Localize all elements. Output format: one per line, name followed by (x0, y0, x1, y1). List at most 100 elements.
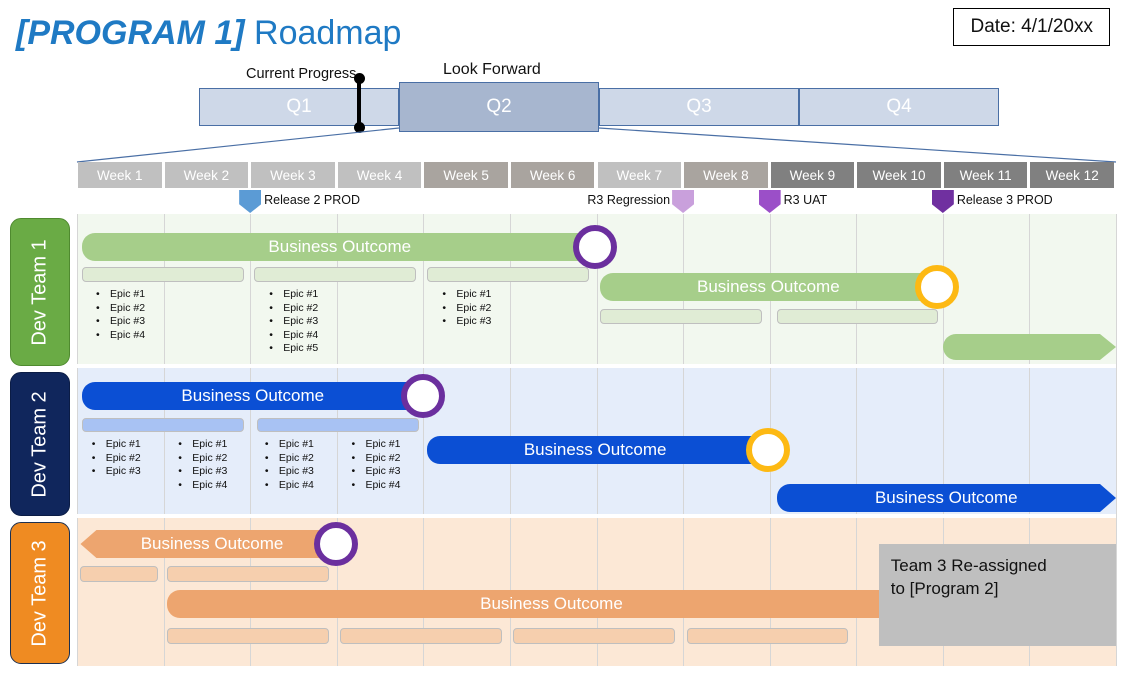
epic-list-item[interactable]: •Epic #1 (264, 438, 314, 450)
week-header-cell-12[interactable]: Week 12 (1030, 162, 1114, 188)
epic-group-box[interactable] (513, 628, 676, 644)
outcome-bar[interactable] (943, 334, 1116, 360)
epic-list-item-label: Epic #3 (278, 465, 314, 477)
epic-group-box[interactable] (80, 566, 159, 582)
epic-list-item-label: Epic #3 (365, 465, 401, 477)
epic-list: •Epic #1•Epic #2•Epic #3•Epic #4•Epic #5 (269, 288, 318, 356)
week-header-cell-3[interactable]: Week 3 (251, 162, 335, 188)
epic-list-item-label: Epic #3 (456, 315, 492, 327)
quarter-q1[interactable]: Q1 (199, 88, 399, 126)
epic-list-item[interactable]: •Epic #3 (442, 315, 492, 327)
milestone-ring[interactable] (401, 374, 446, 418)
lane-label-dev-team-1[interactable]: Dev Team 1 (10, 218, 70, 366)
epic-group-box[interactable] (340, 628, 503, 644)
epic-list-item-label: Epic #1 (192, 438, 228, 450)
lane-label-dev-team-2[interactable]: Dev Team 2 (10, 372, 70, 516)
epic-group-box[interactable] (253, 267, 416, 282)
milestone-ring[interactable] (313, 522, 358, 566)
week-header-label: Week 4 (356, 167, 403, 183)
epic-group-box[interactable] (167, 566, 329, 582)
epic-list-item[interactable]: •Epic #3 (264, 465, 314, 477)
epic-list-item[interactable]: •Epic #2 (178, 451, 228, 464)
week-header-label: Week 9 (789, 167, 836, 183)
epic-group-box[interactable] (426, 267, 589, 282)
milestone-flag-icon[interactable] (758, 190, 781, 213)
epic-list-item[interactable]: •Epic #1 (442, 288, 492, 300)
week-header-cell-7[interactable]: Week 7 (597, 162, 682, 188)
epic-list-item-label: Epic #3 (192, 465, 228, 477)
grid-week-line (337, 214, 338, 666)
outcome-bar[interactable]: Business Outcome (599, 273, 937, 301)
epic-group-box[interactable] (686, 628, 849, 644)
page-title-suffix: Roadmap (244, 14, 402, 52)
epic-group-box[interactable] (776, 309, 939, 324)
week-header-cell-4[interactable]: Week 4 (337, 162, 422, 188)
epic-list-item[interactable]: •Epic #1 (96, 288, 146, 300)
outcome-bar[interactable]: Business Outcome (82, 233, 598, 261)
epic-list-item[interactable]: •Epic #2 (91, 451, 141, 464)
epic-list-item-label: Epic #3 (110, 315, 146, 327)
epic-list-item[interactable]: •Epic #1 (91, 438, 141, 450)
quarter-to-weeks-connector (76, 127, 1117, 163)
milestone-flag-icon[interactable] (239, 190, 262, 213)
epic-list-item[interactable]: •Epic #1 (178, 438, 228, 450)
epic-list-item[interactable]: •Epic #4 (351, 478, 401, 491)
epic-group-box[interactable] (82, 267, 245, 282)
epic-list-item[interactable]: •Epic #3 (178, 465, 228, 477)
week-header-cell-1[interactable]: Week 1 (78, 162, 162, 188)
epic-list-item[interactable]: •Epic #2 (351, 451, 401, 464)
page-title: [PROGRAM 1] Roadmap (16, 14, 401, 53)
week-header-cell-6[interactable]: Week 6 (510, 162, 595, 188)
week-header-label: Week 11 (959, 167, 1012, 183)
week-header-cell-5[interactable]: Week 5 (424, 162, 508, 188)
epic-list-item[interactable]: •Epic #1 (269, 288, 319, 300)
quarter-strip: Q1 Q2 Q3 Q4 (199, 82, 999, 132)
outcome-bar[interactable]: Business Outcome (80, 530, 344, 558)
outcome-bar[interactable]: Business Outcome (777, 484, 1116, 512)
outcome-bar[interactable]: Business Outcome (82, 382, 424, 410)
epic-group-box[interactable] (599, 309, 762, 324)
epic-list-item[interactable]: •Epic #4 (264, 478, 314, 491)
outcome-bar[interactable]: Business Outcome (167, 590, 936, 618)
epic-list-item[interactable]: •Epic #3 (269, 315, 319, 327)
epic-list-item[interactable]: •Epic #2 (264, 451, 314, 464)
milestone-label: Release 2 PROD (264, 193, 361, 207)
date-badge: Date: 4/1/20xx (953, 8, 1110, 46)
milestone-ring[interactable] (745, 428, 790, 472)
grid-week-line (1116, 214, 1117, 666)
epic-list-item[interactable]: •Epic #3 (351, 465, 401, 477)
epic-list-item[interactable]: •Epic #1 (351, 438, 401, 450)
milestone-ring[interactable] (914, 265, 959, 309)
lane-label-dev-team-3[interactable]: Dev Team 3 (10, 522, 70, 664)
quarter-q4[interactable]: Q4 (799, 88, 999, 126)
epic-list-item-label: Epic #2 (105, 451, 141, 464)
week-header-label: Week 3 (270, 167, 316, 183)
epic-list-item[interactable]: •Epic #4 (96, 328, 146, 341)
milestone-ring[interactable] (572, 225, 617, 269)
epic-list-item[interactable]: •Epic #2 (96, 301, 146, 314)
epic-list-item-label: Epic #4 (283, 328, 319, 341)
epic-list-item[interactable]: •Epic #3 (96, 315, 146, 327)
epic-list-item[interactable]: •Epic #2 (442, 301, 492, 314)
epic-list-item[interactable]: •Epic #3 (91, 465, 141, 477)
epic-group-box[interactable] (257, 418, 419, 432)
epic-list-item[interactable]: •Epic #2 (269, 301, 319, 314)
milestone-flag-icon[interactable] (931, 190, 954, 213)
epic-list: •Epic #1•Epic #2•Epic #3•Epic #4 (178, 438, 227, 492)
milestone-flag-icon[interactable] (672, 190, 695, 213)
quarter-q3[interactable]: Q3 (599, 88, 799, 126)
outcome-bar[interactable]: Business Outcome (426, 436, 764, 464)
epic-list-item[interactable]: •Epic #4 (269, 328, 319, 341)
week-header-cell-11[interactable]: Week 11 (943, 162, 1028, 188)
lane-separator (77, 364, 1116, 368)
week-header-cell-9[interactable]: Week 9 (770, 162, 855, 188)
week-header-cell-2[interactable]: Week 2 (164, 162, 249, 188)
epic-group-box[interactable] (82, 418, 245, 432)
quarter-q2[interactable]: Q2 (399, 82, 599, 132)
epic-list-item[interactable]: •Epic #5 (269, 342, 319, 354)
week-header-cell-8[interactable]: Week 8 (684, 162, 768, 188)
epic-list-item[interactable]: •Epic #4 (178, 478, 228, 491)
epic-group-box[interactable] (167, 628, 329, 644)
week-header-cell-10[interactable]: Week 10 (857, 162, 941, 188)
